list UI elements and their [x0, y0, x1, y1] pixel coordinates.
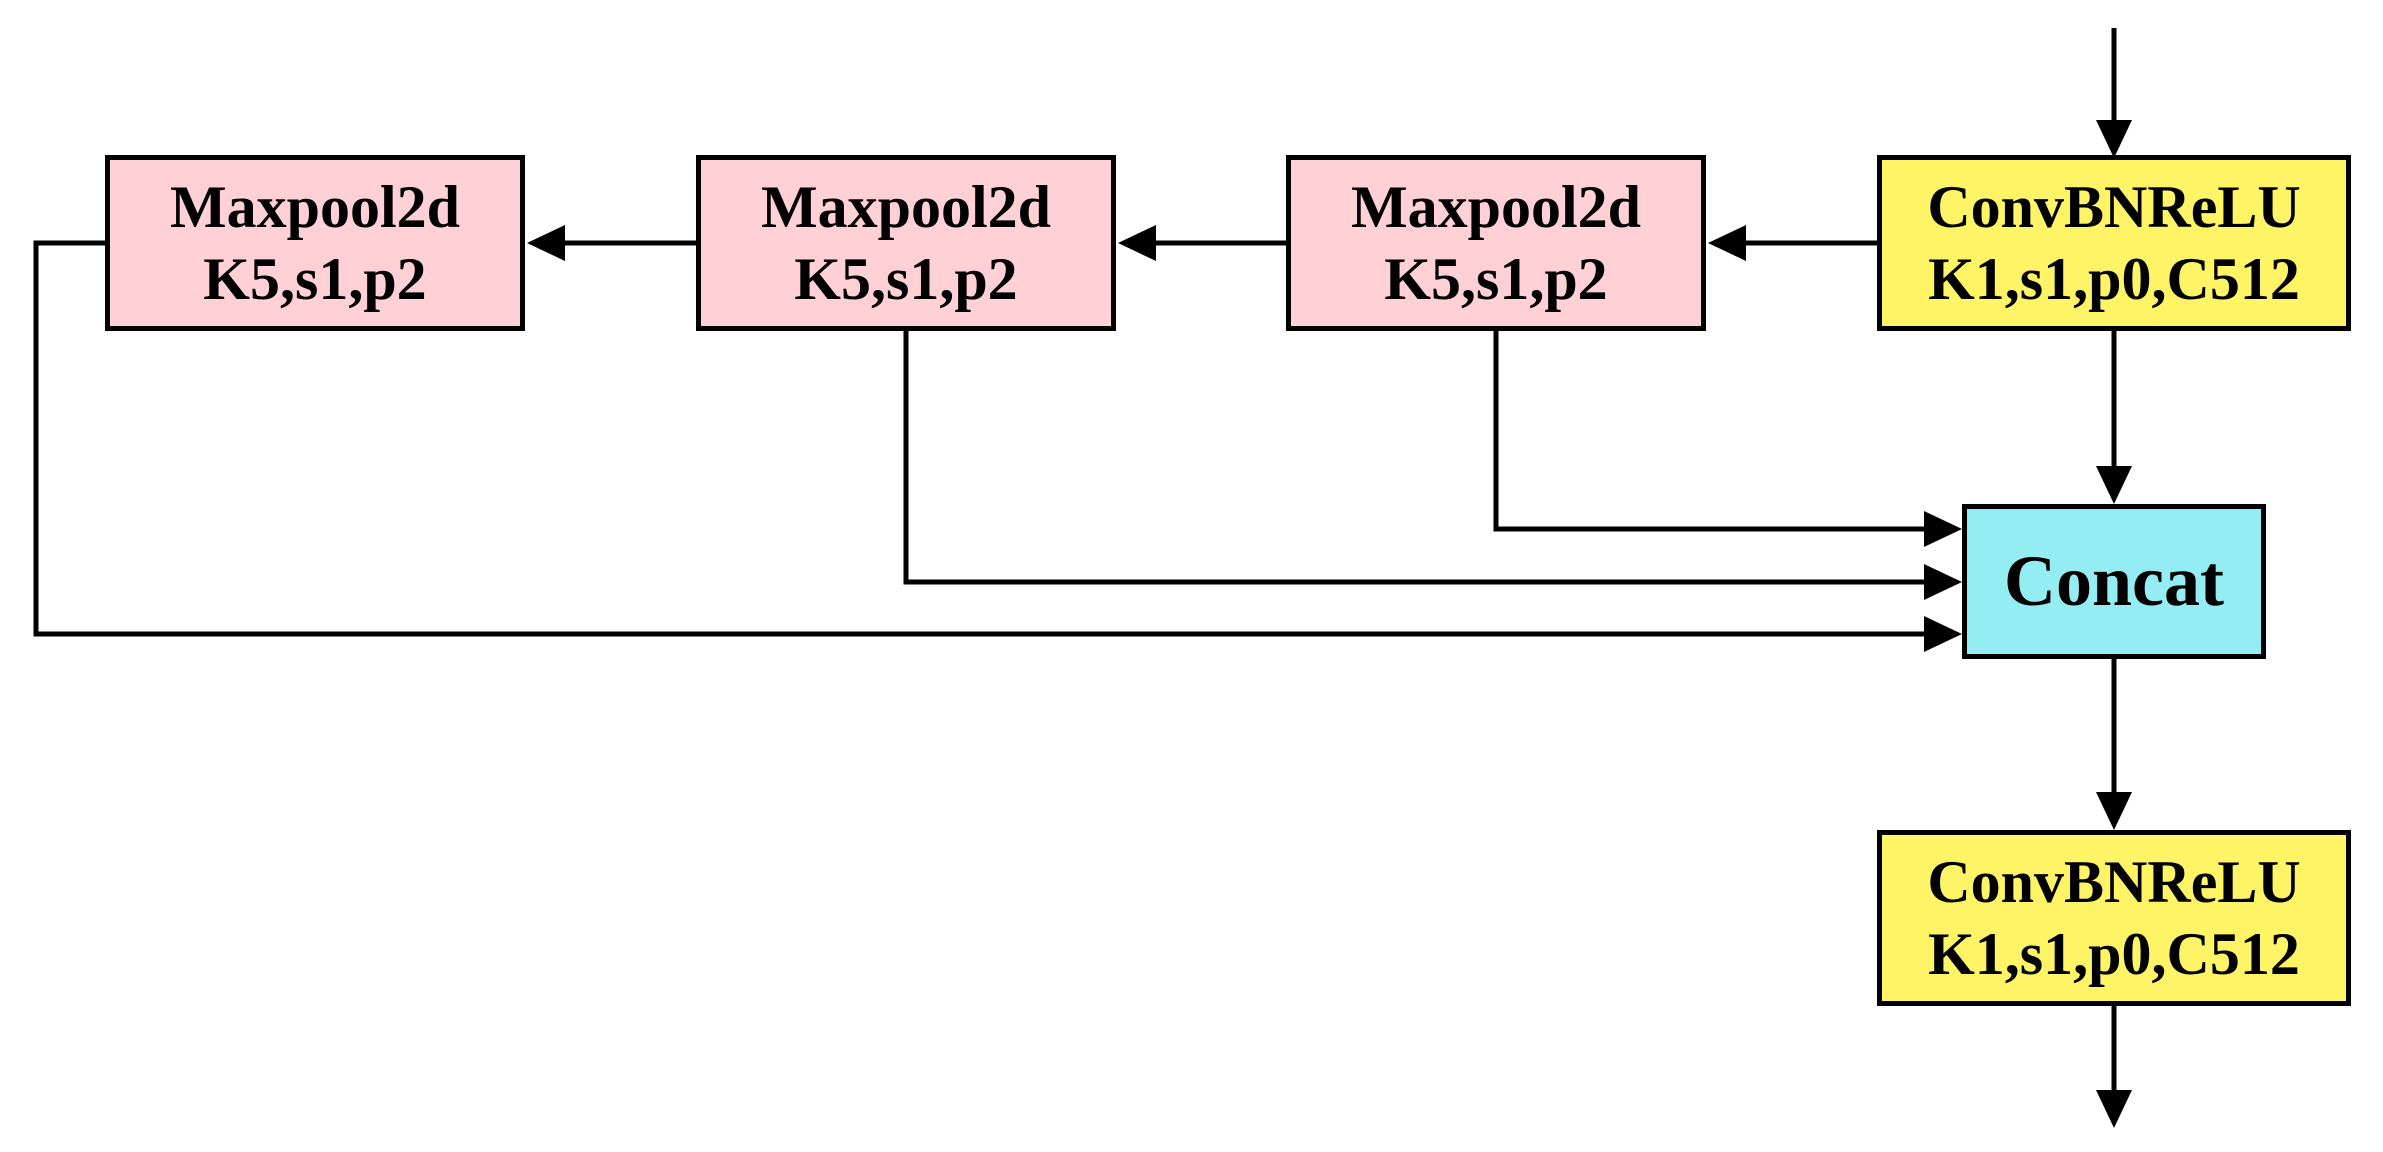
conv-to-maxpool3-arrowhead: [1708, 225, 1746, 261]
conv-bottom-title: ConvBNReLU: [1927, 849, 2301, 915]
maxpool2-to-concat-arrowhead: [1924, 564, 1962, 600]
maxpool3-to-concat-arrowhead: [1924, 511, 1962, 547]
maxpool1-to-concat-line: [33, 240, 1928, 637]
output-arrowhead: [2096, 1090, 2132, 1128]
maxpool-block-3-title: Maxpool2d: [1350, 174, 1642, 240]
conv-top-params: K1,s1,p0,C512: [1928, 246, 2300, 312]
maxpool-block-2: Maxpool2d K5,s1,p2: [696, 155, 1116, 331]
conv-bn-relu-block-top: ConvBNReLU K1,s1,p0,C512: [1877, 155, 2351, 331]
maxpool-block-2-title: Maxpool2d: [760, 174, 1052, 240]
conv-bn-relu-block-bottom: ConvBNReLU K1,s1,p0,C512: [1877, 830, 2351, 1006]
maxpool3-to-maxpool2-arrowhead: [1118, 225, 1156, 261]
maxpool2-to-maxpool1-arrowhead: [527, 225, 565, 261]
conv-bottom-params: K1,s1,p0,C512: [1928, 921, 2300, 987]
maxpool-block-3: Maxpool2d K5,s1,p2: [1286, 155, 1706, 331]
maxpool-block-3-params: K5,s1,p2: [1384, 246, 1608, 312]
maxpool-block-2-params: K5,s1,p2: [794, 246, 1018, 312]
concat-to-conv-arrowhead: [2096, 792, 2132, 830]
input-arrowhead: [2096, 120, 2132, 158]
conv-to-concat-arrowhead: [2096, 466, 2132, 504]
maxpool-block-1-params: K5,s1,p2: [203, 246, 427, 312]
maxpool1-to-concat-arrowhead: [1924, 616, 1962, 652]
concat-label: Concat: [2004, 541, 2224, 622]
maxpool2-to-concat-line: [903, 331, 1928, 585]
conv-top-title: ConvBNReLU: [1927, 174, 2301, 240]
maxpool-block-1-title: Maxpool2d: [169, 174, 461, 240]
maxpool-block-1: Maxpool2d K5,s1,p2: [105, 155, 525, 331]
maxpool3-to-concat-line: [1493, 331, 1928, 532]
concat-block: Concat: [1962, 504, 2266, 659]
